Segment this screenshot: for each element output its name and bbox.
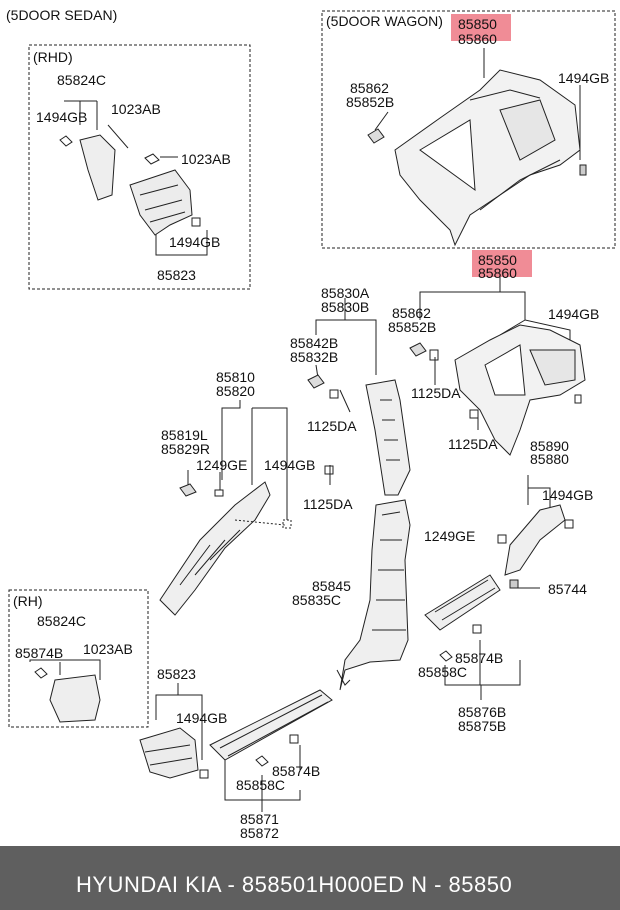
part-label: 85820: [216, 383, 255, 399]
part-label: 1023AB: [83, 641, 133, 657]
part-label: 85850: [478, 252, 517, 268]
part-label: 85830B: [321, 299, 370, 315]
part-label: 1125DA: [303, 496, 353, 512]
part-label: 85875B: [458, 718, 507, 734]
part-label: 85874B: [272, 763, 321, 779]
part-label: 85835C: [292, 592, 342, 608]
part-label: 1249GE: [196, 457, 248, 473]
part-label: 85874B: [455, 650, 504, 666]
part-label: 1125DA: [307, 418, 357, 434]
main-part-highlight: [472, 250, 532, 277]
part-label: 85872: [240, 825, 279, 841]
part-label: 1494GB: [169, 234, 221, 250]
section-title-rhd: (RHD): [33, 49, 73, 65]
part-label: 1125DA: [448, 436, 498, 452]
part-label: 85890: [530, 438, 569, 454]
part-label: 85810: [216, 369, 255, 385]
part-label: 1494GB: [558, 70, 610, 86]
part-label: 85858C: [236, 777, 286, 793]
part-label: 85830A: [321, 285, 370, 301]
part-label: 85852B: [388, 319, 437, 335]
part-label: 1494GB: [176, 710, 228, 726]
part-label: 85829R: [161, 441, 211, 457]
part-label: 1494GB: [36, 109, 88, 125]
section-title-wagon: (5DOOR WAGON): [326, 13, 443, 29]
part-label: 1494GB: [542, 487, 594, 503]
part-label: 85850: [458, 16, 497, 32]
part-label: 85824C: [57, 72, 107, 88]
part-label: 85845: [312, 578, 351, 594]
part-label: 85858C: [418, 664, 468, 680]
section-title-sedan: (5DOOR SEDAN): [6, 7, 118, 23]
part-label: 85744: [548, 581, 587, 597]
part-label: 1023AB: [181, 151, 231, 167]
part-label: 85842B: [290, 335, 339, 351]
part-label: 1249GE: [424, 528, 476, 544]
part-label: 85876B: [458, 704, 507, 720]
part-label: 1494GB: [264, 457, 316, 473]
footer-bar: [0, 846, 620, 910]
part-label: 85819L: [161, 427, 208, 443]
rhd-frame: [28, 44, 251, 290]
part-label: 85824C: [37, 613, 87, 629]
part-label: 85852B: [346, 94, 395, 110]
part-label: 85823: [157, 267, 196, 283]
part-label: 1125DA: [411, 385, 461, 401]
part-label: 85860: [478, 265, 517, 281]
part-label: 85862: [392, 305, 431, 321]
part-label: 85823: [157, 666, 196, 682]
footer-part-number: HYUNDAI KIA - 858501H000ED N - 85850: [76, 872, 513, 897]
wagon-frame: [321, 10, 616, 249]
part-label: 85874B: [15, 645, 64, 661]
part-label: 1023AB: [111, 101, 161, 117]
part-label: 85880: [530, 451, 569, 467]
rh-frame: [8, 589, 149, 728]
parts-diagram: [8, 10, 616, 812]
section-title-rh: (RH): [13, 593, 43, 609]
part-label: 85871: [240, 811, 279, 827]
part-label: 85832B: [290, 349, 339, 365]
wagon-part-highlight: [451, 14, 511, 41]
part-label: 1494GB: [548, 306, 600, 322]
part-label: 85860: [458, 31, 497, 47]
part-label: 85862: [350, 80, 389, 96]
